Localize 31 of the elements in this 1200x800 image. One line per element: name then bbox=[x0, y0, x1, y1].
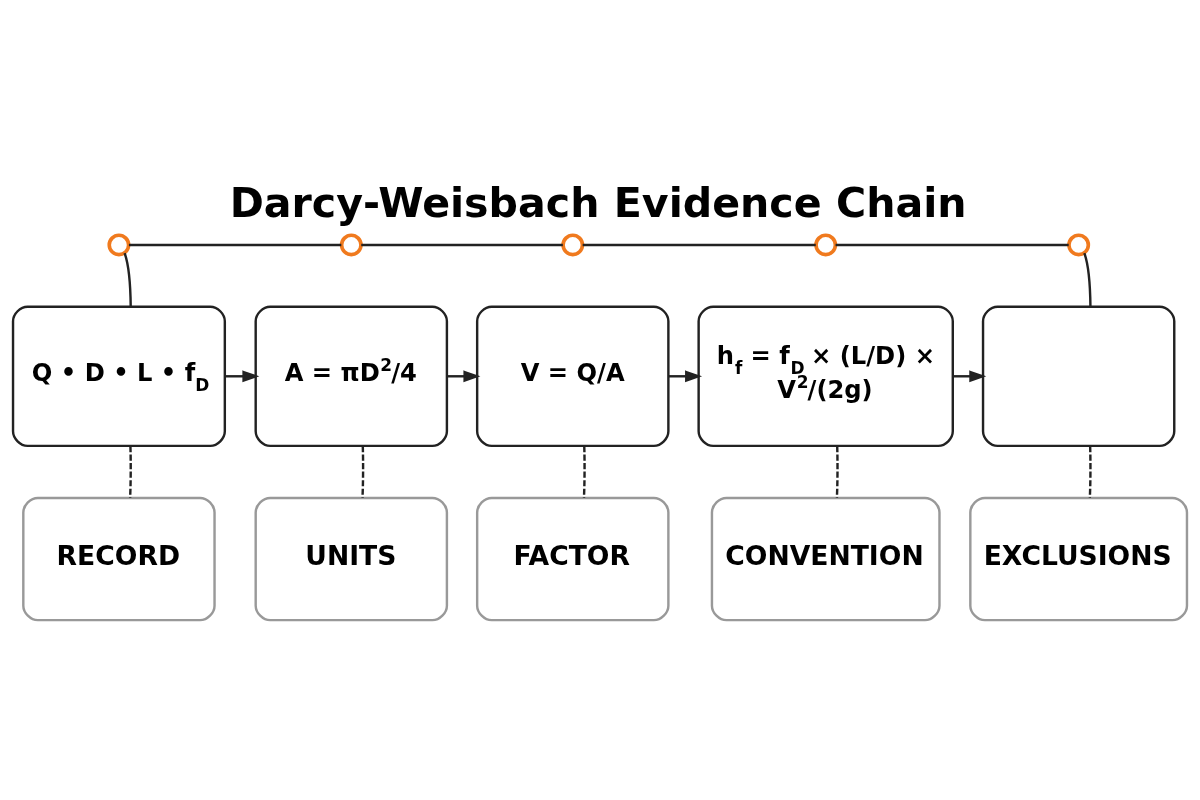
node-box: RECORD bbox=[22, 496, 216, 621]
connector bbox=[361, 445, 365, 498]
connector bbox=[1083, 252, 1092, 306]
connector bbox=[835, 445, 839, 498]
node-box bbox=[981, 305, 1176, 447]
connector bbox=[835, 243, 1069, 246]
connector bbox=[361, 243, 563, 246]
node-circle bbox=[561, 233, 585, 256]
node-box: EXCLUSIONS bbox=[969, 496, 1189, 621]
node-box: CONVENTION bbox=[710, 496, 941, 621]
node-circle bbox=[814, 233, 838, 256]
node-box: UNITS bbox=[254, 496, 449, 621]
node-box: V = Q/A bbox=[475, 305, 670, 447]
node-circle bbox=[339, 233, 363, 256]
node-box: A = πD$^{2}$/4 bbox=[254, 305, 449, 447]
node-box: Q • D • L • f$_{D}$ bbox=[11, 305, 227, 447]
connector bbox=[123, 252, 132, 306]
connector bbox=[582, 243, 816, 246]
node-circle bbox=[1067, 233, 1091, 256]
connector bbox=[128, 445, 132, 498]
connector bbox=[1088, 445, 1092, 498]
arrow bbox=[953, 369, 987, 382]
node-box: h$_{f}$ = f$_{D}$ × (L/D) × V$^{2}$/(2g) bbox=[697, 305, 954, 447]
arrow bbox=[447, 369, 481, 382]
connector bbox=[128, 243, 342, 246]
node-box: FACTOR bbox=[475, 496, 670, 621]
arrow bbox=[668, 369, 703, 382]
node-circle bbox=[107, 233, 131, 256]
diagram-title: Darcy-Weisbach Evidence Chain bbox=[229, 178, 967, 227]
arrow bbox=[225, 369, 260, 382]
connector bbox=[582, 445, 586, 498]
